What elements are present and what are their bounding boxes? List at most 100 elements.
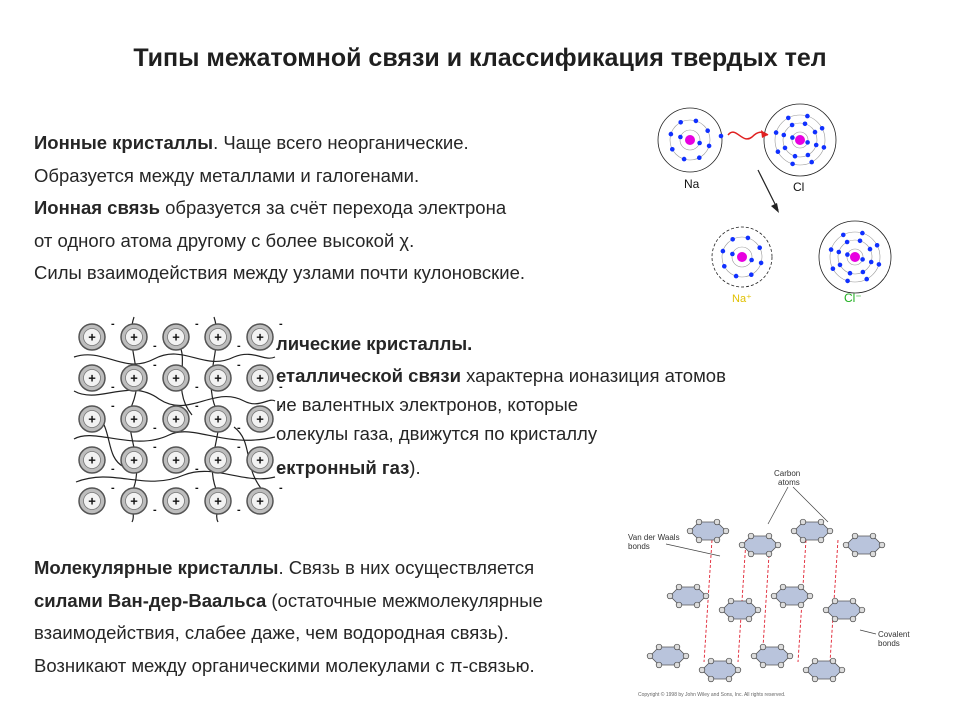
ion-sign: + (172, 371, 180, 386)
electron (805, 152, 811, 158)
carbon-atom (707, 657, 715, 665)
ionic-crystals-text: Ионные кристаллы. Чаще всего неорганичес… (34, 127, 525, 290)
carbon-atom (713, 518, 721, 526)
lattice-ion: + (78, 405, 106, 433)
electron (830, 266, 836, 271)
electron-sign: - (153, 359, 157, 371)
vdw-label-2: bonds (628, 542, 650, 551)
electron-sign: - (237, 359, 241, 371)
molecular-line-4: Возникают между органическими молекулами… (34, 654, 535, 676)
carbon-atom (695, 518, 703, 526)
electron-sign: - (279, 463, 283, 475)
ion-sign: + (130, 330, 138, 345)
electron-shell (846, 248, 864, 266)
carbon-atom (675, 601, 683, 609)
electron-sign: - (195, 463, 199, 475)
ion-inner (251, 451, 269, 469)
electron-sign: - (111, 463, 115, 475)
electron (730, 237, 735, 242)
slide-title: Типы межатомной связи и классификация тв… (133, 44, 827, 72)
cl-ion-label: Cl⁻ (844, 291, 862, 305)
ion-inner (125, 492, 143, 510)
lattice-ion: + (204, 364, 232, 392)
electron (749, 257, 754, 263)
molecular-line-2: силами Ван-дер-Ваальса (остаточные межмо… (34, 585, 543, 618)
carbon-atom (673, 643, 681, 651)
carbon-atom (734, 666, 742, 674)
ionic-bond-diagram: Na Cl Na⁺ Cl⁻ (657, 103, 892, 305)
lattice-ion: + (162, 487, 190, 515)
carbon-atom (779, 583, 787, 591)
ion-inner (167, 328, 185, 346)
carbon-atom (745, 615, 753, 623)
ion-inner (167, 410, 185, 428)
ionic-line-4: от одного атома другому с более высокой … (34, 229, 415, 251)
electron (697, 140, 702, 146)
ion-sign: + (172, 412, 180, 427)
electron-sign: - (111, 381, 115, 393)
electron-gas-term: ектронный газ (276, 457, 410, 478)
carbon-atom (682, 652, 690, 660)
electron (867, 246, 873, 252)
lattice-ion: + (204, 405, 232, 433)
carbon-atom (829, 675, 837, 683)
carbon-atom (745, 597, 753, 605)
electron (745, 235, 751, 241)
carbon-atom (774, 541, 782, 549)
electron-sign: - (111, 318, 115, 330)
atom-0 (657, 107, 724, 173)
electron (857, 238, 863, 244)
electron (757, 245, 762, 250)
electron-sign: - (279, 400, 283, 412)
nucleus (850, 252, 860, 262)
electron (733, 273, 739, 279)
electron-sign: - (153, 504, 157, 516)
electron-sign: - (195, 318, 199, 330)
carbon-atom (727, 597, 735, 605)
electron-sign: - (237, 441, 241, 453)
ion-inner (209, 369, 227, 387)
electron-sign: - (153, 441, 157, 453)
electron (821, 145, 827, 150)
electron (781, 132, 787, 138)
lattice-ion: + (162, 364, 190, 392)
lattice-ion: + (246, 364, 274, 392)
lattice-ion: + (204, 323, 232, 351)
molecular-line-1: Молекулярные кристаллы. Связь в них осущ… (34, 552, 543, 585)
molecular-line-2-rest: (остаточные межмолекулярные (266, 589, 543, 611)
carbon-atom (817, 518, 825, 526)
cl-label: Cl (793, 180, 804, 194)
hexagon-ring (805, 660, 843, 680)
electron (730, 251, 735, 257)
hexagon-ring (689, 521, 727, 541)
electron (874, 243, 880, 248)
metal-line-3: ие валентных электронов, которые (276, 394, 579, 415)
vdw-bond-line (703, 539, 713, 663)
electron (841, 232, 846, 238)
electron (836, 249, 842, 255)
electron (706, 143, 712, 149)
electron (758, 260, 764, 266)
carbon-atom (797, 583, 805, 591)
carbon-atoms-label-1: Carbon (774, 469, 800, 478)
ion-sign: + (88, 453, 96, 468)
electron (802, 121, 808, 127)
electron (860, 257, 865, 262)
lattice-ion: + (204, 487, 232, 515)
electron (678, 134, 683, 140)
carbon-atom (829, 657, 837, 665)
hexagon-ring (721, 600, 759, 620)
nucleus (685, 135, 695, 145)
ionic-line-1-rest: . Чаще всего неорганические. (213, 132, 469, 153)
electron (860, 230, 865, 236)
electron (845, 252, 850, 257)
covalent-label-1: Covalent (878, 630, 910, 639)
electron (681, 156, 687, 162)
carbon-atom (727, 615, 735, 623)
carbon-atom (765, 532, 773, 540)
carbon-atom (838, 666, 846, 674)
ion-inner (251, 410, 269, 428)
ion-inner (251, 328, 269, 346)
carbon-atom (851, 532, 859, 540)
atom-boundary (763, 103, 837, 177)
